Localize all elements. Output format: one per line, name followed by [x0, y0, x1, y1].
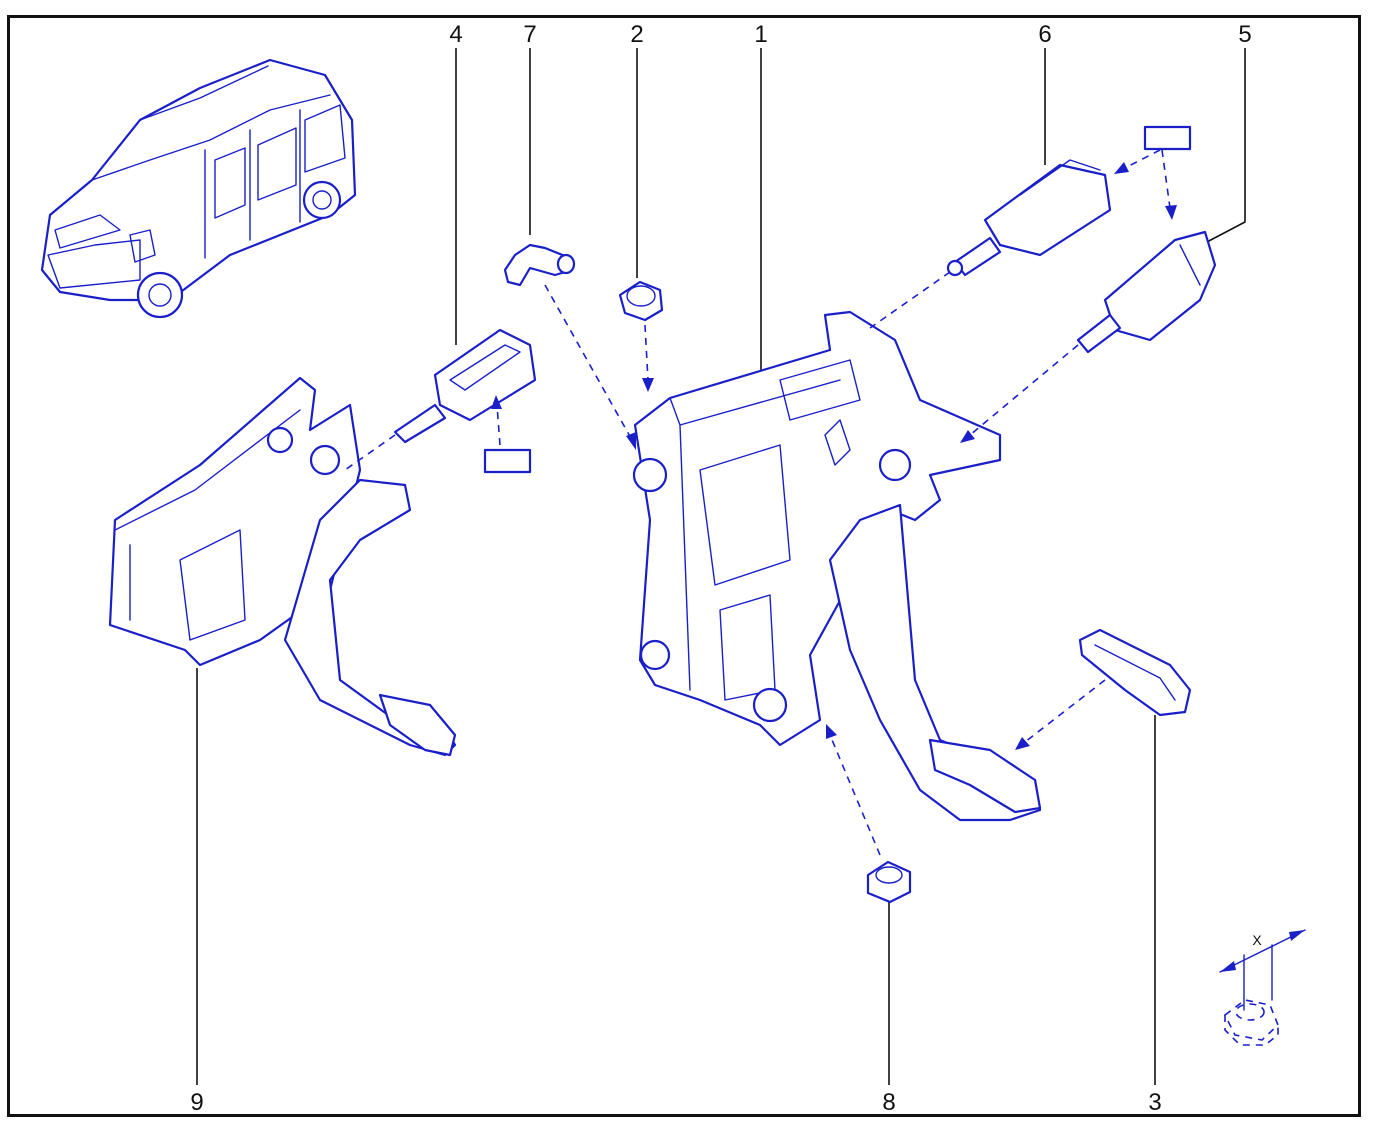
label-7: 7: [523, 21, 536, 48]
leader-5: [1204, 48, 1246, 244]
part-6-switch: [946, 125, 1192, 277]
part-4-switch: [393, 328, 537, 474]
label-5: 5: [1238, 21, 1251, 48]
part-2-bushing: [618, 280, 664, 322]
part-7-clip: [503, 243, 576, 287]
label-8: 8: [882, 1089, 895, 1116]
part-9-pedal-assembly: [108, 376, 457, 757]
dimension-detail: X: [1219, 929, 1306, 1046]
dimension-x-label: X: [1252, 932, 1262, 948]
label-6: 6: [1038, 21, 1051, 48]
van-illustration: [40, 58, 357, 319]
label-9: 9: [190, 1089, 203, 1116]
label-1: 1: [754, 21, 767, 48]
label-4: 4: [449, 21, 462, 48]
part-3-pedal-pad: [1078, 628, 1192, 717]
connector-symbol-left: [483, 448, 532, 474]
connector-symbol-top: [1143, 125, 1192, 151]
label-3: 3: [1148, 1089, 1161, 1116]
part-8-nut: [866, 860, 912, 904]
assembly-lines: [344, 149, 1177, 856]
label-2: 2: [630, 21, 643, 48]
diagram-frame: [7, 15, 1361, 1117]
part-5-switch: [1076, 230, 1217, 354]
part-1-pedal-bracket: [632, 310, 1042, 822]
